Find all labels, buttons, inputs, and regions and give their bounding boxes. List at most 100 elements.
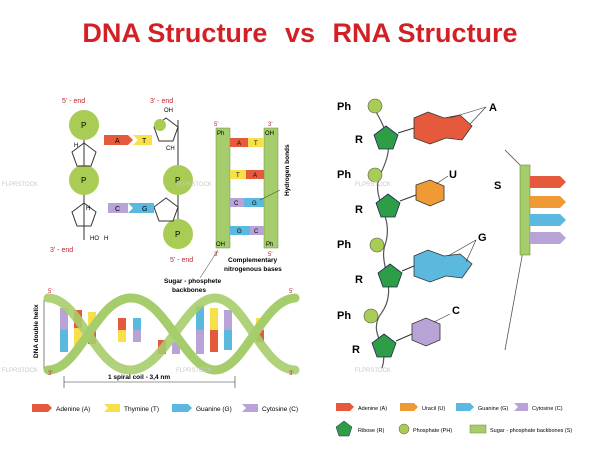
base-t: T	[142, 138, 147, 145]
title-vs: vs	[284, 18, 316, 48]
hydrogen-bonds-label: Hydrogen bonds	[284, 144, 291, 196]
phosphate-p: P	[81, 121, 86, 130]
helix-rung	[224, 330, 232, 350]
rna-base-adenine	[413, 111, 473, 145]
legend-cytosine-swatch	[242, 404, 258, 412]
legend-rna-uracil-label: Uracil (U)	[422, 406, 445, 412]
rna-link	[395, 333, 413, 342]
sugar-pentagon	[71, 202, 97, 227]
ladder-rung-right-label: C	[254, 229, 259, 235]
phosphate-circle	[69, 110, 99, 140]
legend-cytosine-label: Cytosine (C)	[262, 406, 298, 413]
title-dna: DNA	[82, 18, 140, 48]
adenine-block	[104, 135, 133, 145]
helix-three-left: 3'	[48, 371, 52, 377]
rna-base-label-a: A	[489, 102, 497, 114]
ladder-three-prime-top: 3'	[268, 122, 272, 128]
watermarks: FLPRSTOCK FLPRSTOCK FLPRSTOCK FLPRSTOCK …	[2, 182, 391, 374]
rna-ph-label: Ph	[337, 169, 351, 181]
ladder-rung-right-label: G	[252, 201, 257, 207]
helix-rung	[118, 330, 126, 342]
ladder-oh-left: OH	[216, 242, 225, 248]
ladder-three-prime-bottom: 3'	[214, 252, 218, 258]
ladder-rung-left	[230, 170, 246, 179]
helix-rung	[133, 318, 141, 330]
ladder-rung-left-label: T	[236, 173, 240, 179]
ladder-rung-right-label: A	[253, 173, 257, 179]
helix-five-left: 5'	[48, 289, 52, 295]
rna-link	[401, 265, 415, 272]
helix-strand-back	[43, 293, 300, 375]
legend-guanine-label: Guanine (G)	[196, 406, 232, 413]
helix-rung	[224, 310, 232, 330]
ladder-rung-right	[250, 226, 264, 235]
oxygen-dot	[154, 119, 166, 131]
phosphate-p: P	[175, 176, 180, 185]
dna-ladder: Ph OH OH Ph 5' 3' 3' 5' A T T A C G G C …	[164, 122, 291, 294]
cytosine-block	[108, 203, 128, 213]
three-end-bottom-label: 3' - end	[50, 247, 73, 254]
base-g: G	[142, 206, 147, 213]
helix-side-label: DNA double helix	[33, 304, 40, 358]
sugar-phosphate-label: Sugar - phosphete	[164, 278, 221, 285]
legend-thymine-swatch	[104, 404, 120, 412]
ladder-backbone-left	[215, 127, 231, 249]
helix-rung	[74, 328, 82, 346]
ladder-five-prime-top: 5'	[214, 122, 218, 128]
phosphate-circle	[163, 165, 193, 195]
backbones-label: backbones	[172, 287, 206, 294]
rna-r-label: R	[352, 344, 360, 356]
rna-backbone-line	[374, 109, 390, 369]
ho-label: HO	[90, 236, 99, 242]
three-end-top-label: 3' - end	[150, 98, 173, 105]
watermark: FLPRSTOCK	[355, 182, 391, 188]
ladder-rung-left-label: G	[237, 229, 242, 235]
dna-legend: Adenine (A) Thymine (T) Guanine (G) Cyto…	[32, 404, 298, 413]
thymine-block	[133, 135, 152, 145]
helix-rung	[118, 318, 126, 330]
helix-rung	[88, 312, 96, 328]
legend-phosphate-swatch	[398, 423, 410, 435]
sugar-pentagon	[71, 142, 97, 167]
rna-base-label-c: C	[452, 305, 460, 317]
legend-ribose-label: Ribose (R)	[358, 428, 384, 434]
dna-chemical-structure: 5' - end 3' - end P P H H HO H 3' - end …	[50, 98, 193, 264]
rna-structure: Ph R A Ph R U Ph R G Ph R C	[337, 98, 566, 369]
title-rna: RNA	[332, 18, 391, 48]
rna-base-label-g: G	[478, 232, 487, 244]
rna-r-label: R	[355, 204, 363, 216]
title-structure-1: Structure	[147, 18, 268, 48]
sugar-phosphate-pointer	[199, 249, 219, 279]
complementary-label: Complementary	[228, 257, 278, 264]
watermark: FLPRSTOCK	[176, 182, 212, 188]
oh-label: OH	[164, 108, 173, 114]
h2c-label: H	[74, 143, 78, 149]
rna-base-pointer	[433, 313, 451, 323]
phosphate-p: P	[81, 176, 86, 185]
legend-ribose-swatch	[335, 420, 353, 437]
rna-base-label-u: U	[449, 169, 457, 181]
rna-base-pointer	[465, 239, 477, 263]
legend-rna-uracil-swatch	[400, 403, 418, 411]
ladder-rung-left-label: A	[237, 141, 241, 147]
rna-phosphate	[363, 308, 379, 324]
ladder-rung-left-label: C	[234, 201, 239, 207]
ch2-label: CH	[166, 146, 175, 152]
legend-rna-cytosine-label: Cytosine (C)	[532, 406, 563, 412]
ladder-five-prime-bottom: 5'	[268, 252, 272, 258]
hydrogen-bonds-pointer	[259, 189, 281, 201]
ladder-oh-right: OH	[265, 131, 274, 137]
helix-rung	[196, 306, 204, 330]
legend-adenine-swatch	[32, 404, 52, 412]
rna-ribose	[373, 125, 399, 150]
rna-base-pointer	[469, 106, 487, 125]
helix-rung	[60, 308, 68, 330]
rna-s-label: S	[494, 180, 501, 192]
five-end-top-label: 5' - end	[62, 98, 85, 105]
helix-rung	[172, 342, 180, 354]
rna-base-cytosine	[411, 317, 441, 347]
rna-ph-label: Ph	[337, 239, 351, 251]
legend-guanine-swatch	[172, 404, 192, 412]
title-structure-2: Structure	[397, 18, 518, 48]
rna-r-label: R	[355, 274, 363, 286]
